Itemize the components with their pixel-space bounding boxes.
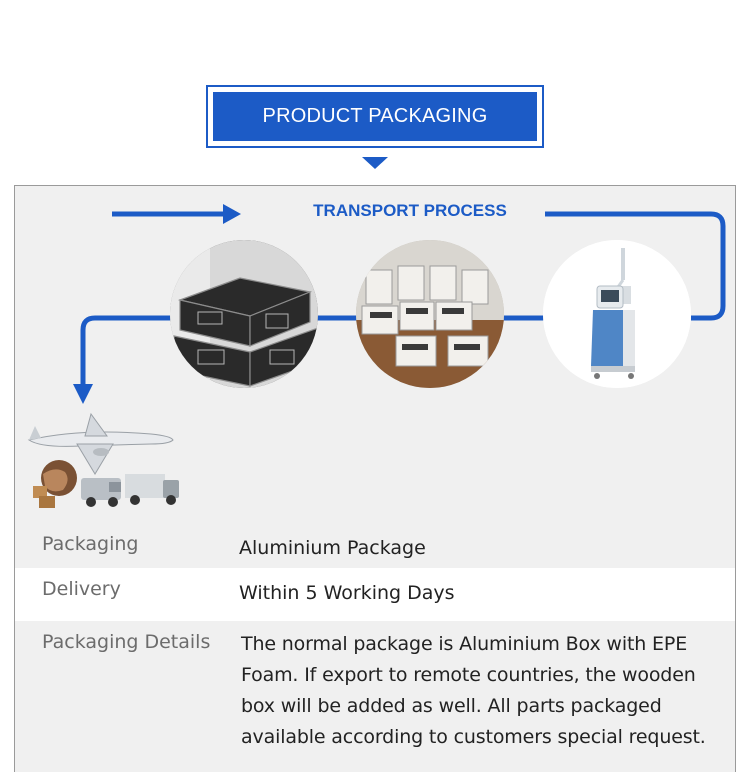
- table-row: Packaging Details The normal package is …: [15, 621, 735, 771]
- table-row: Delivery Within 5 Working Days: [15, 568, 735, 621]
- plane-truck-globe-icon: [21, 400, 181, 515]
- laser-machine-photo: [543, 240, 691, 388]
- flow-line-right: [545, 211, 726, 321]
- spec-label-packaging: Packaging: [42, 533, 139, 555]
- section-title: PRODUCT PACKAGING: [213, 92, 537, 141]
- open-aluminium-boxes-photo: [356, 240, 504, 388]
- arrow-down-icon: [73, 384, 93, 404]
- flow-arrows: [73, 204, 726, 404]
- spec-value-packaging-details: The normal package is Aluminium Box with…: [241, 633, 706, 748]
- arrow-right-icon: [112, 204, 241, 224]
- process-title: TRANSPORT PROCESS: [313, 201, 507, 220]
- spec-value-packaging: Aluminium Package: [239, 537, 426, 559]
- stacked-aluminium-cases-photo: [170, 240, 318, 388]
- section-header: PRODUCT PACKAGING: [206, 85, 544, 148]
- spec-table: Packaging Aluminium Package Delivery Wit…: [15, 523, 735, 771]
- spec-value-delivery: Within 5 Working Days: [239, 582, 455, 604]
- flow-line-left: [80, 315, 173, 386]
- table-row: Packaging Aluminium Package: [15, 523, 735, 568]
- down-pointer-icon: [362, 157, 388, 169]
- spec-label-packaging-details: Packaging Details: [42, 631, 211, 653]
- transport-panel: TRANSPORT PROCESS: [14, 185, 736, 772]
- spec-label-delivery: Delivery: [42, 578, 121, 600]
